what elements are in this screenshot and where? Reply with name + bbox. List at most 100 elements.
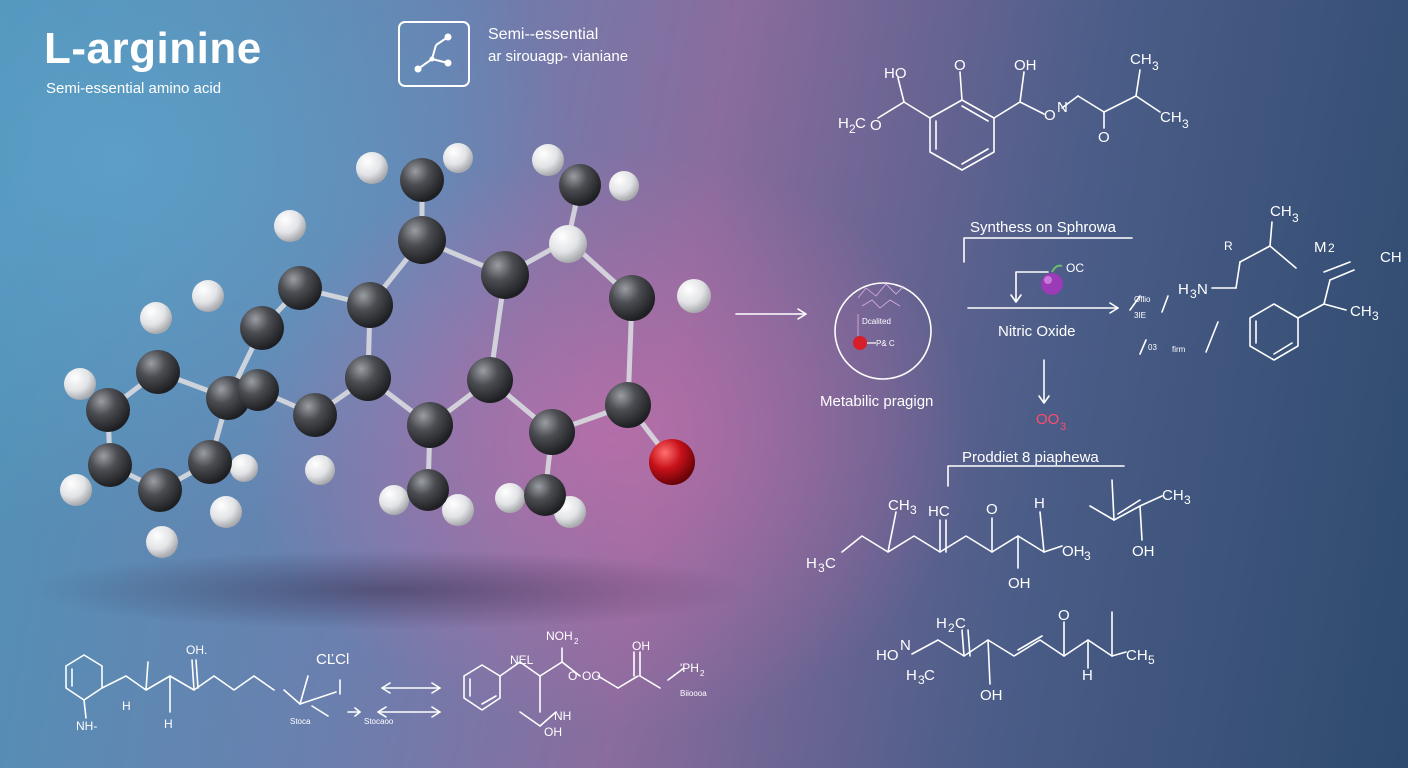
bm-ph: 'PH [680,661,699,675]
rm-n: N [1197,281,1208,298]
hydrogen-atom [356,152,388,184]
c1-oh3: OH [1062,543,1085,560]
bm-nel: NEL [510,653,534,667]
c2-c: C [955,615,966,632]
tr-o3: O [1044,107,1056,124]
rm-ch3: CH [1350,303,1372,320]
rm-r: R [1224,239,1233,253]
side-text-1: Oflio [1134,295,1151,304]
rm-h-sub: 3 [1190,287,1197,301]
c1-h3c-sub: 3 [818,561,825,575]
rm-ch-far: CH [1380,249,1402,266]
carbon-atom [605,382,651,428]
molecule-shadow [30,550,750,630]
header-label-1: Semi--essential [488,26,599,43]
rm-m: M [1314,239,1327,256]
c1-h3c: H [806,555,817,572]
hydrogen-atom [305,455,335,485]
grape-highlight [1044,276,1052,284]
molecule-icon [398,21,470,87]
page-subtitle: Semi-essential amino acid [46,80,222,97]
circle-text-bottom: P& C [876,339,895,348]
carbon-atom [481,251,529,299]
grape-icon [1041,273,1063,295]
c1-hc: HC [928,503,950,520]
bl-h1: H [122,699,131,713]
c1-h3c-c: C [825,555,836,572]
product-label: Proddiet 8 piaphewa [962,449,1099,466]
bottom-mid-ring [463,664,501,711]
metabolic-label: Metabilic pragign [820,393,933,410]
hydrogen-atom [230,454,258,482]
carbon-atom [345,355,391,401]
tr-o2: O [870,117,882,134]
c2-n: N [900,637,911,654]
bm-nh: NH [554,709,571,723]
grape-leaf-icon [1051,264,1063,273]
bm-noh-sub: 2 [574,637,579,646]
bl-nh: NH- [76,719,97,733]
right-benzene-ring [1249,303,1299,361]
side-text-4: firm [1172,345,1186,354]
grape-label: OC [1066,261,1084,275]
c1-oh2: OH [1132,543,1155,560]
hydrogen-atom [64,368,96,400]
tr-ch2-sub: 3 [1182,117,1189,131]
oo3-sub: 3 [1060,421,1066,433]
hydrogen-atom [274,210,306,242]
carbon-atom [407,402,453,448]
c2-h3-c: C [924,667,935,684]
hydrogen-atom [442,494,474,526]
carbon-atom [237,369,279,411]
bm-noh: NOH [546,629,573,643]
c2-h3-sub: 3 [918,673,925,687]
tr-h-sub: 2 [849,122,856,136]
carbon-atom [529,409,575,455]
rm-ch-sub: 3 [1292,211,1299,225]
c1-o: O [986,501,998,518]
bm-biio: Biioooa [680,689,707,698]
nitric-oxide-label: Nitric Oxide [998,323,1076,340]
bl-stocaoo: Stocaoo [364,717,394,726]
oxygen-atom [649,439,695,485]
red-atom-icon [853,336,867,350]
carbon-atom [138,468,182,512]
bm-oo: OO [582,669,601,683]
carbon-atom [559,164,601,206]
c1-ch3-sub: 3 [1184,493,1191,507]
synthesis-label: Synthess on Sphrowa [970,219,1117,236]
hydrogen-atom [549,225,587,263]
tr-ch: CH [1130,51,1152,68]
c2-h-sub: 2 [948,621,955,635]
tr-h: H [838,115,849,132]
c1-ch3: CH [1162,487,1184,504]
hydrogen-atom [140,302,172,334]
hydrogen-atom [146,526,178,558]
carbon-atom [398,216,446,264]
hydrogen-atom [677,279,711,313]
c2-ch-sub: 5 [1148,653,1155,667]
c1-ch: CH [888,497,910,514]
metabolic-circle [834,282,932,380]
bl-clcl: CĽCl [316,651,349,668]
hydrogen-atom [609,171,639,201]
carbon-atom [240,306,284,350]
hydrogen-atom [60,474,92,506]
page-title: L-arginine [44,24,262,73]
top-benzene-ring [929,99,995,171]
side-text-2: 3IE [1134,311,1146,320]
rm-ch3-sub: 3 [1372,309,1379,323]
tr-c: C [855,115,866,132]
carbon-atom [278,266,322,310]
carbon-atom [293,393,337,437]
bm-oh: OH [544,725,562,739]
circle-text-top: Dcalited [862,317,891,326]
c2-ho: HO [876,647,899,664]
tr-ch-sub: 3 [1152,59,1159,73]
c1-h-top: H [1034,495,1045,512]
c1-oh: OH [1008,575,1031,592]
header-label-2: ar sirouagp- vianiane [488,48,629,65]
c2-h3: H [906,667,917,684]
